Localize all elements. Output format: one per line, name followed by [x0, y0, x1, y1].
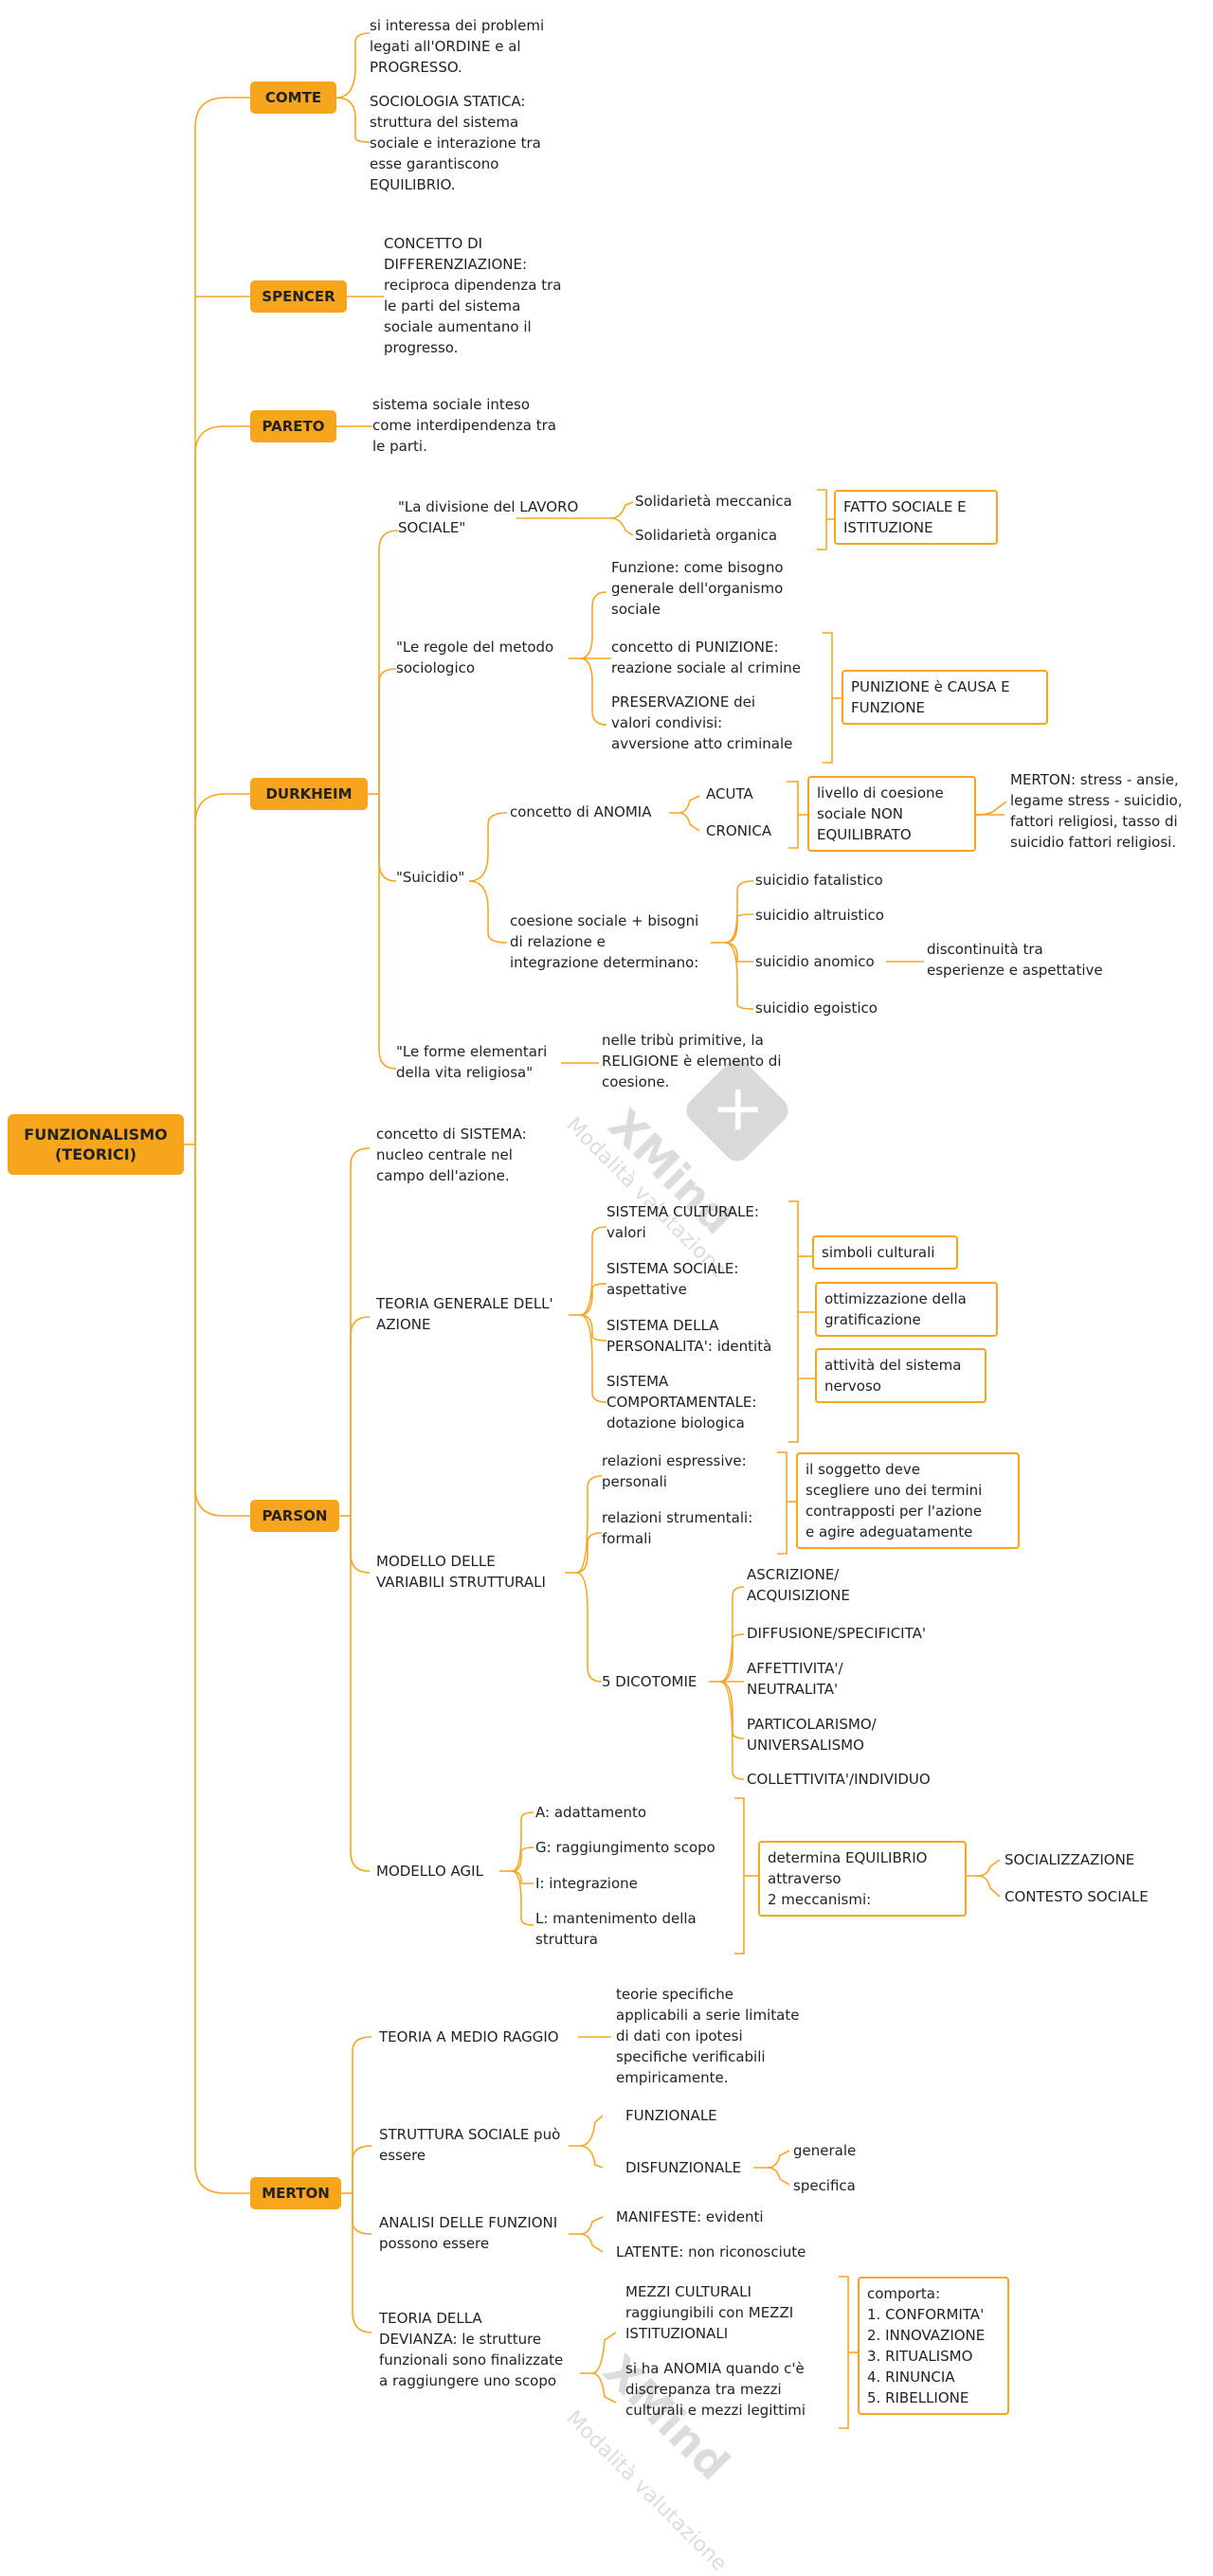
- parson-teoria-title: TEORIA GENERALE DELL' AZIONE: [376, 1295, 553, 1333]
- suicidio-fatalistico: suicidio fatalistico: [755, 872, 883, 889]
- spencer-text: CONCETTO DI DIFFERENZIAZIONE: reciproca …: [384, 235, 562, 356]
- durkheim-forme-note: nelle tribù primitive, la RELIGIONE è el…: [602, 1032, 782, 1090]
- merton-latente: LATENTE: non riconosciute: [616, 2243, 806, 2261]
- durkheim-acuta: ACUTA: [706, 785, 753, 802]
- topic-spencer[interactable]: SPENCER: [250, 280, 347, 313]
- suicidio-egoistico: suicidio egoistico: [755, 1000, 878, 1017]
- durkheim-merton-note: MERTON: stress - ansie, legame stress - …: [1010, 771, 1183, 851]
- suicidio-altruistico: suicidio altruistico: [755, 907, 884, 924]
- agil-equilibrio-box: determina EQUILIBRIO attraverso 2 meccan…: [758, 1841, 967, 1917]
- agil-socializzazione: SOCIALIZZAZIONE: [1005, 1851, 1135, 1868]
- parson-modello-var-title: MODELLO DELLE VARIABILI STRUTTURALI: [376, 1553, 546, 1591]
- durkheim-cronica: CRONICA: [706, 822, 772, 839]
- topic-pareto[interactable]: PARETO: [250, 410, 336, 442]
- parson-simboli-box: simboli culturali: [812, 1235, 958, 1270]
- durkheim-funzione: Funzione: come bisogno generale dell'org…: [611, 559, 784, 618]
- parson-attivita-box: attività del sistema nervoso: [815, 1348, 987, 1403]
- connector-lines: [184, 32, 1007, 2429]
- topic-durkheim[interactable]: DURKHEIM: [250, 778, 368, 810]
- durkheim-regole-title: "Le regole del metodo sociologico: [396, 639, 554, 676]
- dicotomia-3: AFFETTIVITA'/ NEUTRALITA': [747, 1660, 843, 1698]
- topic-comte[interactable]: COMTE: [250, 81, 336, 114]
- suicidio-discontinuita: discontinuità tra esperienze e aspettati…: [927, 941, 1103, 979]
- parson-dicotomie: 5 DICOTOMIE: [602, 1673, 697, 1690]
- comte-text-2: SOCIOLOGIA STATICA: struttura del sistem…: [370, 93, 541, 193]
- dicotomia-5: COLLETTIVITA'/INDIVIDUO: [747, 1771, 931, 1788]
- agil-a: A: adattamento: [535, 1804, 647, 1821]
- durkheim-preservazione: PRESERVAZIONE dei valori condivisi: avve…: [611, 694, 793, 752]
- dicotomia-4: PARTICOLARISMO/ UNIVERSALISMO: [747, 1716, 877, 1754]
- durkheim-solidarieta-meccanica: Solidarietà meccanica: [635, 493, 792, 510]
- durkheim-anomia: concetto di ANOMIA: [510, 803, 652, 820]
- agil-l: L: mantenimento della struttura: [535, 1910, 697, 1948]
- durkheim-fatto-sociale-box: FATTO SOCIALE E ISTITUZIONE: [834, 490, 998, 545]
- parson-sistema-comportamentale: SISTEMA COMPORTAMENTALE: dotazione biolo…: [606, 1373, 757, 1432]
- parson-ottimizzazione-box: ottimizzazione della gratificazione: [815, 1282, 998, 1337]
- agil-g: G: raggiungimento scopo: [535, 1839, 715, 1856]
- parson-sistema-personalita: SISTEMA DELLA PERSONALITA': identità: [606, 1317, 772, 1355]
- topic-merton[interactable]: MERTON: [250, 2177, 341, 2209]
- parson-sistema-sociale: SISTEMA SOCIALE: aspettative: [606, 1260, 739, 1298]
- merton-medio-note: teorie specifiche applicabili a serie li…: [616, 1986, 800, 2086]
- merton-manifeste: MANIFESTE: evidenti: [616, 2208, 764, 2225]
- root-topic[interactable]: FUNZIONALISMO (TEORICI): [8, 1114, 184, 1175]
- merton-comporta-box: comporta: 1. CONFORMITA' 2. INNOVAZIONE …: [858, 2277, 1009, 2415]
- merton-analisi-title: ANALISI DELLE FUNZIONI possono essere: [379, 2214, 558, 2252]
- durkheim-punizione-box: PUNIZIONE è CAUSA E FUNZIONE: [842, 670, 1048, 725]
- parson-espressive: relazioni espressive: personali: [602, 1452, 747, 1490]
- durkheim-coesione-box: livello di coesione sociale NON EQUILIBR…: [807, 776, 976, 852]
- durkheim-suicidio-title: "Suicidio": [396, 869, 465, 886]
- durkheim-coesione-text: coesione sociale + bisogni di relazione …: [510, 912, 699, 971]
- parson-soggetto-box: il soggetto deve scegliere uno dei termi…: [796, 1452, 1020, 1549]
- durkheim-divisione-title: "La divisione del LAVORO SOCIALE": [398, 498, 579, 536]
- merton-struttura-title: STRUTTURA SOCIALE può essere: [379, 2126, 561, 2164]
- merton-specifica: specifica: [793, 2177, 856, 2194]
- merton-anomia: si ha ANOMIA quando c'è discrepanza tra …: [625, 2360, 806, 2419]
- durkheim-punizione: concetto di PUNIZIONE: reazione sociale …: [611, 639, 801, 676]
- merton-medio-title: TEORIA A MEDIO RAGGIO: [379, 2028, 559, 2045]
- dicotomia-1: ASCRIZIONE/ ACQUISIZIONE: [747, 1566, 850, 1604]
- parson-agil-title: MODELLO AGIL: [376, 1863, 483, 1880]
- merton-funzionale: FUNZIONALE: [625, 2107, 717, 2124]
- suicidio-anomico: suicidio anomico: [755, 953, 875, 970]
- agil-i: I: integrazione: [535, 1875, 638, 1892]
- topic-parson[interactable]: PARSON: [250, 1500, 339, 1532]
- parson-strumentali: relazioni strumentali: formali: [602, 1509, 753, 1547]
- parson-sistema: concetto di SISTEMA: nucleo centrale nel…: [376, 1126, 527, 1184]
- pareto-text: sistema sociale inteso come interdipende…: [372, 396, 556, 455]
- dicotomia-2: DIFFUSIONE/SPECIFICITA': [747, 1625, 926, 1642]
- merton-devianza-title: TEORIA DELLA DEVIANZA: le strutture funz…: [379, 2310, 564, 2389]
- durkheim-forme-title: "Le forme elementari della vita religios…: [396, 1043, 548, 1081]
- parson-sistema-culturale: SISTEMA CULTURALE: valori: [606, 1203, 759, 1241]
- merton-disfunzionale: DISFUNZIONALE: [625, 2159, 742, 2176]
- agil-contesto: CONTESTO SOCIALE: [1005, 1888, 1149, 1905]
- comte-text-1: si interessa dei problemi legati all'ORD…: [370, 17, 545, 76]
- durkheim-solidarieta-organica: Solidarietà organica: [635, 527, 778, 544]
- merton-generale: generale: [793, 2142, 857, 2159]
- merton-mezzi: MEZZI CULTURALI raggiungibili con MEZZI …: [625, 2283, 794, 2342]
